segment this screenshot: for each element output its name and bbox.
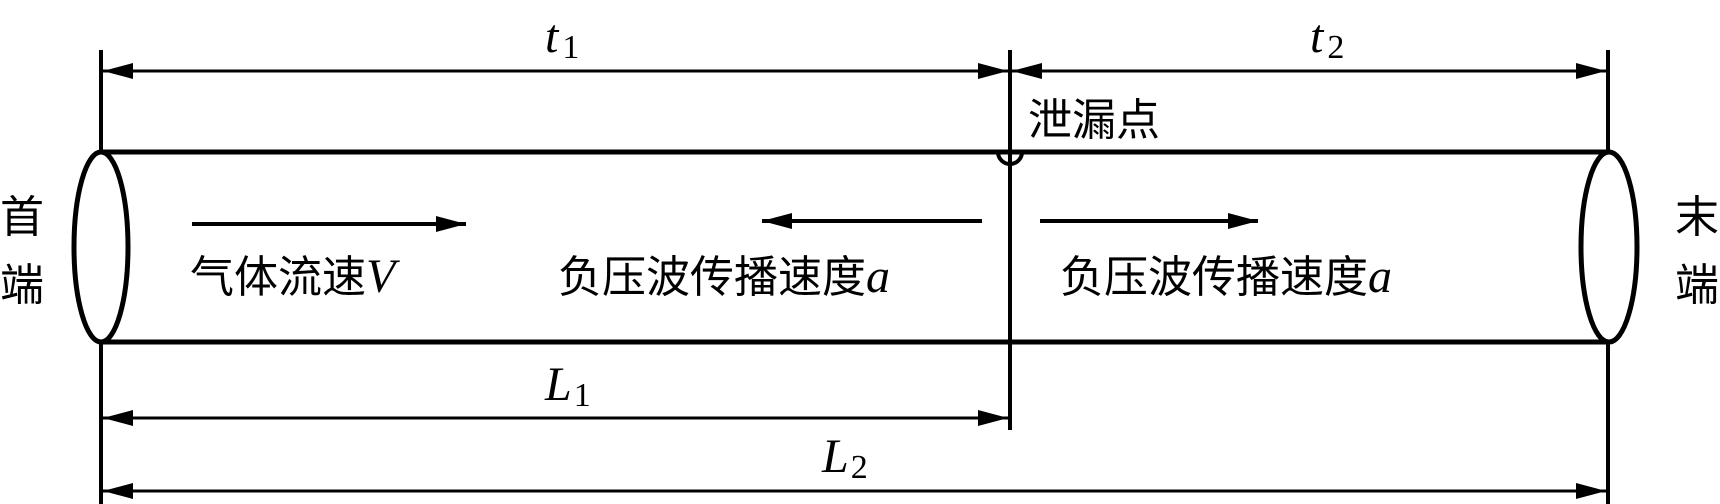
L2-label: L2: [821, 430, 868, 486]
wave-left-label: 负压波传播速度a: [558, 250, 890, 303]
wave-right-label: 负压波传播速度a: [1060, 250, 1392, 303]
pipe-far-end-cap: [1578, 149, 1640, 345]
gas-flow-label: 气体流速V: [190, 250, 400, 303]
L1-label: L1: [544, 358, 591, 414]
far-end-label-1: 末: [1675, 192, 1719, 243]
leak-point-label: 泄漏点: [1028, 95, 1160, 146]
far-end-label-2: 端: [1675, 260, 1719, 311]
start-end-label-1: 首: [0, 192, 44, 243]
start-end-label-2: 端: [0, 260, 44, 311]
leak-point-marker: [996, 151, 1024, 166]
pipe-start-end-cap: [71, 149, 131, 345]
